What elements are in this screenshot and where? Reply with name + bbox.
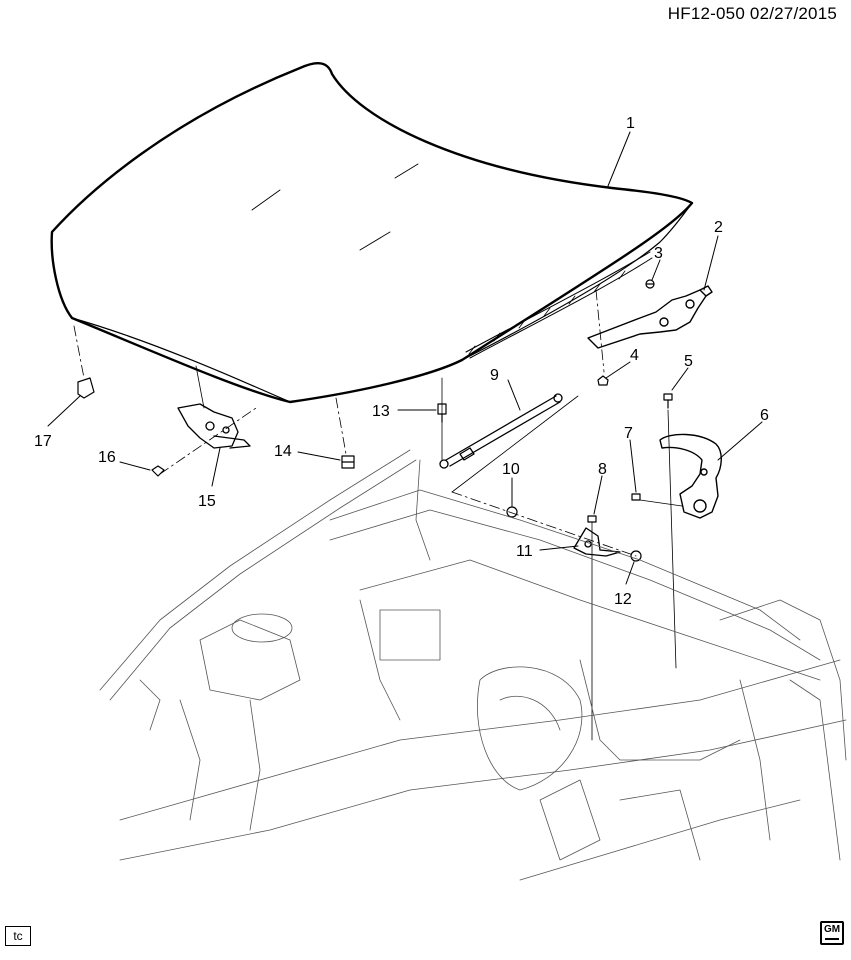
gm-logo-text: GM [823, 924, 841, 935]
callout-14: 14 [274, 443, 292, 460]
fastener-8 [587, 515, 597, 523]
nut-12 [630, 550, 642, 562]
hood-hinge-lower [659, 433, 722, 519]
callout-10: 10 [502, 461, 520, 478]
bracket-11 [573, 527, 621, 557]
gm-logo-icon: GM [820, 921, 844, 945]
leader-hinge-to-hood [595, 289, 605, 373]
callout-7: 7 [624, 425, 633, 442]
leader-7-to-hinge [639, 499, 683, 507]
bumper-17 [77, 377, 95, 399]
callout-9: 9 [490, 367, 499, 384]
callout-12: 12 [614, 591, 632, 608]
hood-strut [439, 393, 563, 469]
callout-5: 5 [684, 353, 693, 370]
vehicle-front-structure [99, 449, 847, 881]
hood-panel [50, 62, 694, 404]
nut-10 [506, 506, 518, 518]
callout-8: 8 [598, 461, 607, 478]
hood-hinge-upper [587, 285, 713, 349]
leader-5-to-body [667, 409, 677, 669]
callout-6: 6 [760, 407, 769, 424]
callout-13: 13 [372, 403, 390, 420]
leader-14-up [335, 397, 347, 455]
tc-label-box: tc [5, 926, 31, 946]
bumper-14 [341, 455, 355, 469]
bolt-3 [645, 279, 655, 289]
bolt-7 [631, 493, 641, 501]
callout-17: 17 [34, 433, 52, 450]
leader-latch-up [195, 365, 205, 409]
callout-16: 16 [98, 449, 116, 466]
callout-11: 11 [516, 543, 533, 560]
diagram-code-date: HF12-050 02/27/2015 [667, 4, 837, 23]
bolt-16 [151, 465, 165, 477]
callout-3: 3 [654, 245, 663, 262]
leader-strut-upper [451, 491, 637, 557]
leader-strut-lower [451, 395, 579, 493]
hood-latch [177, 403, 251, 449]
leader-17-up [73, 325, 85, 379]
bolt-5 [663, 393, 673, 409]
callout-2: 2 [714, 219, 723, 236]
callout-4: 4 [630, 347, 639, 364]
callout-1: 1 [626, 115, 635, 132]
callout-15: 15 [198, 493, 216, 510]
nut-4 [597, 375, 609, 386]
leader-16-to-latch [159, 407, 257, 475]
